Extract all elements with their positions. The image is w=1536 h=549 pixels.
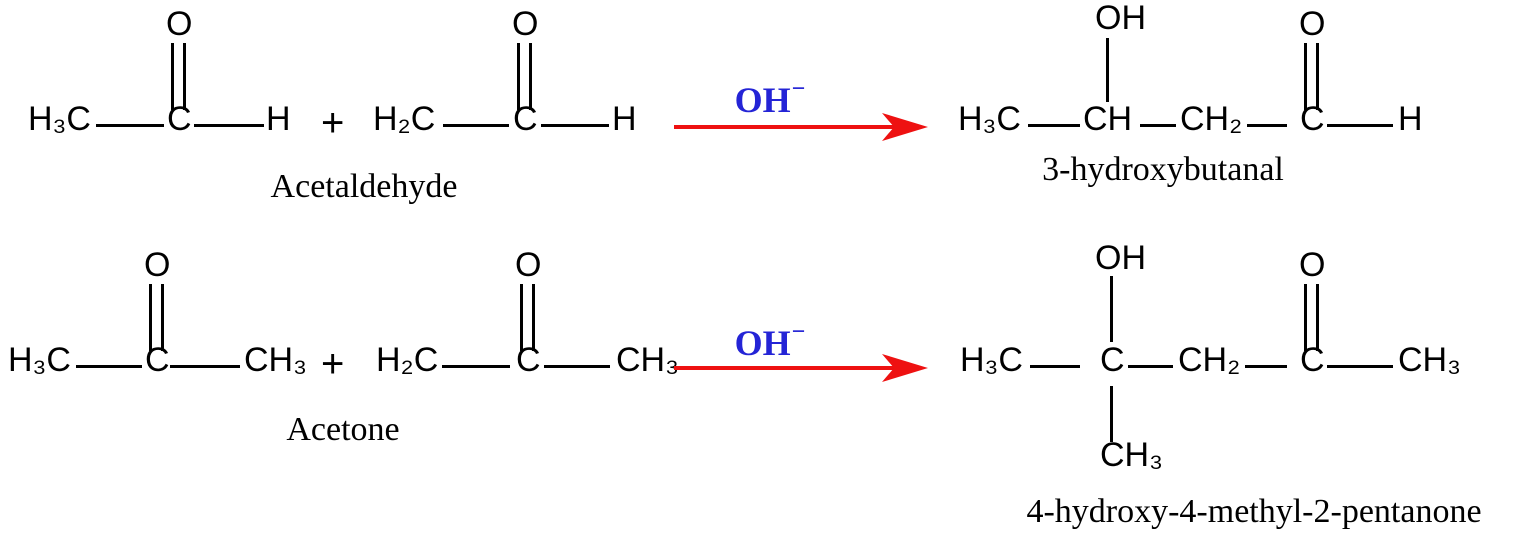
double-bond-line xyxy=(517,43,520,110)
atom-h3c: H₃C xyxy=(28,100,91,138)
plus-sign: + xyxy=(321,101,345,145)
atom-ch3: CH₃ xyxy=(616,341,679,379)
single-bond xyxy=(1028,124,1080,127)
double-bond-line xyxy=(183,43,186,110)
double-bond-line xyxy=(520,284,523,351)
single-bond xyxy=(1327,365,1393,368)
single-bond xyxy=(1327,124,1393,127)
atom-h: H xyxy=(612,100,637,138)
atom-o: O xyxy=(1299,246,1326,284)
single-bond xyxy=(96,124,164,127)
single-bond xyxy=(544,365,610,368)
catalyst-label: OH− xyxy=(735,320,806,361)
atom-h2c: H₂C xyxy=(376,341,439,379)
double-bond-line xyxy=(1316,284,1319,351)
single-bond xyxy=(1128,365,1173,368)
atom-ch3: CH₃ xyxy=(1398,341,1461,379)
single-bond xyxy=(443,124,509,127)
single-bond xyxy=(1110,386,1113,442)
plus-sign: + xyxy=(321,342,345,386)
atom-oh: OH xyxy=(1095,0,1146,37)
molecule-name: Acetone xyxy=(286,411,400,448)
single-bond xyxy=(76,365,142,368)
atom-h3c: H₃C xyxy=(958,100,1021,138)
double-bond-line xyxy=(1304,284,1307,351)
single-bond xyxy=(1245,365,1287,368)
molecule-name: Acetaldehyde xyxy=(270,168,458,205)
single-bond xyxy=(1030,365,1080,368)
single-bond xyxy=(1247,124,1287,127)
double-bond-line xyxy=(149,284,152,351)
atom-o: O xyxy=(144,246,171,284)
atom-ch3: CH₃ xyxy=(244,341,307,379)
product-name: 3-hydroxybutanal xyxy=(1042,151,1284,188)
single-bond xyxy=(1140,124,1176,127)
single-bond xyxy=(442,365,510,368)
double-bond-line xyxy=(1304,43,1307,110)
hydroxide-formula: OH xyxy=(734,80,791,120)
atom-ch2: CH₂ xyxy=(1180,100,1243,138)
atom-oh: OH xyxy=(1095,239,1146,277)
hydroxide-formula: OH xyxy=(734,323,791,363)
hydroxide-superscript-minus: − xyxy=(791,319,806,345)
single-bond xyxy=(1110,276,1113,342)
atom-o: O xyxy=(1299,5,1326,43)
atom-o: O xyxy=(512,5,539,43)
reaction-arrow xyxy=(674,113,928,141)
atom-ch3: CH₃ xyxy=(1100,436,1163,474)
double-bond-line xyxy=(529,43,532,110)
hydroxide-superscript-minus: − xyxy=(791,76,806,102)
single-bond xyxy=(194,124,264,127)
double-bond-line xyxy=(1316,43,1319,110)
atom-h3c: H₃C xyxy=(960,341,1023,379)
atom-quaternary-c: C xyxy=(1100,341,1125,379)
catalyst-label: OH− xyxy=(735,77,806,118)
atom-h2c: H₂C xyxy=(373,100,436,138)
double-bond-line xyxy=(532,284,535,351)
atom-ch2: CH₂ xyxy=(1178,341,1241,379)
atom-h: H xyxy=(1398,100,1423,138)
product-name: 4-hydroxy-4-methyl-2-pentanone xyxy=(1026,493,1482,530)
single-bond xyxy=(1106,38,1109,102)
double-bond-line xyxy=(161,284,164,351)
atom-h3c: H₃C xyxy=(8,341,71,379)
atom-h: H xyxy=(266,100,291,138)
single-bond xyxy=(170,365,240,368)
single-bond xyxy=(541,124,609,127)
atom-o: O xyxy=(515,246,542,284)
double-bond-line xyxy=(171,43,174,110)
reaction-arrow xyxy=(674,354,928,382)
atom-ch: CH xyxy=(1083,100,1133,138)
atom-o: O xyxy=(166,5,193,43)
